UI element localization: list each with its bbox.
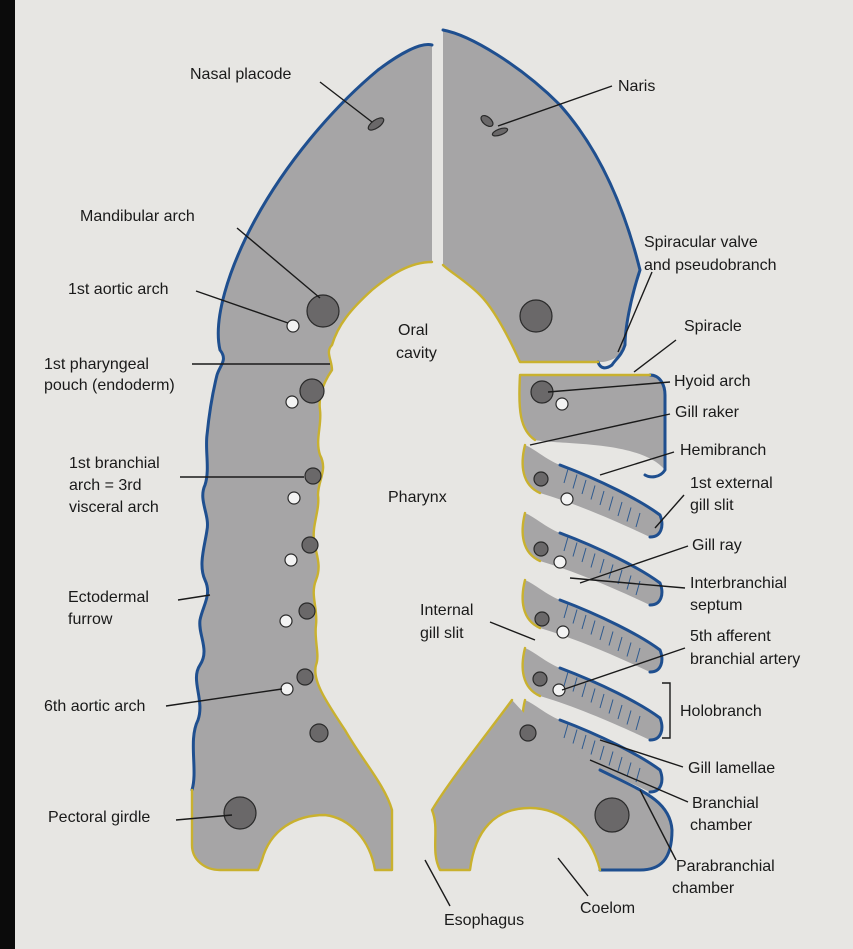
label-branchial-chamber-2: chamber: [690, 817, 753, 834]
label-1st-branchial-3: visceral arch: [69, 499, 159, 516]
label-1st-pharyngeal-pouch-2: pouch (endoderm): [44, 377, 175, 394]
label-interbranchial-2: septum: [690, 597, 742, 614]
label-spiracle: Spiracle: [684, 318, 742, 335]
pectoral-girdle-left: [224, 797, 256, 829]
label-ectodermal-2: furrow: [68, 611, 113, 628]
label-5th-afferent-1: 5th afferent: [690, 628, 771, 645]
branchial-arch-1-left: [305, 468, 321, 484]
branchial-arch-4-left: [297, 669, 313, 685]
label-branchial-chamber-1: Branchial: [692, 795, 759, 812]
label-5th-afferent-2: branchial artery: [690, 651, 800, 668]
label-coelom: Coelom: [580, 900, 635, 917]
label-1st-external-2: gill slit: [690, 497, 734, 514]
branchial-arch-3-left: [299, 603, 315, 619]
label-gill-ray: Gill ray: [692, 537, 742, 554]
branchial-arch-4-right: [533, 672, 547, 686]
gill-arch: [523, 445, 662, 537]
label-6th-aortic-arch: 6th aortic arch: [44, 698, 145, 715]
branchial-arch-2-right: [534, 542, 548, 556]
label-parabranchial-1: Parabranchial: [676, 858, 775, 875]
label-1st-branchial-2: arch = 3rd: [69, 477, 141, 494]
hyoid-arch-left: [300, 379, 324, 403]
branchial-arch-5-right: [520, 725, 536, 741]
label-1st-branchial-1: 1st branchial: [69, 455, 160, 472]
label-pectoral-girdle: Pectoral girdle: [48, 809, 150, 826]
label-nasal-placode: Nasal placode: [190, 66, 292, 83]
mandibular-arch-right: [520, 300, 552, 332]
label-gill-lamellae: Gill lamellae: [688, 760, 775, 777]
aortic-arch-6: [281, 683, 293, 695]
label-holobranch: Holobranch: [680, 703, 762, 720]
label-hyoid-arch: Hyoid arch: [674, 373, 750, 390]
label-oral-cavity-1: Oral: [398, 322, 428, 339]
label-mandibular-arch: Mandibular arch: [80, 208, 195, 225]
label-esophagus: Esophagus: [444, 912, 524, 929]
label-1st-pharyngeal-pouch-1: 1st pharyngeal: [44, 356, 149, 373]
label-gill-raker: Gill raker: [675, 404, 740, 421]
label-internal-gill-slit-2: gill slit: [420, 625, 464, 642]
pectoral-girdle-right: [595, 798, 629, 832]
label-spiracular-valve-2: and pseudobranch: [644, 257, 777, 274]
label-parabranchial-2: chamber: [672, 880, 735, 897]
left-half-body: [192, 45, 432, 870]
label-interbranchial-1: Interbranchial: [690, 575, 787, 592]
label-naris: Naris: [618, 78, 655, 95]
mandibular-arch-left: [307, 295, 339, 327]
right-half-body: [432, 30, 672, 870]
label-1st-external-1: 1st external: [690, 475, 773, 492]
aortic-arch-1: [287, 320, 299, 332]
branchial-arch-5-left: [310, 724, 328, 742]
label-pharynx: Pharynx: [388, 489, 447, 506]
label-ectodermal-1: Ectodermal: [68, 589, 149, 606]
label-1st-aortic-arch: 1st aortic arch: [68, 281, 168, 298]
label-internal-gill-slit-1: Internal: [420, 602, 473, 619]
branchial-arch-3-right: [535, 612, 549, 626]
label-hemibranch: Hemibranch: [680, 442, 766, 459]
branchial-arch-1-right: [534, 472, 548, 486]
label-spiracular-valve-1: Spiracular valve: [644, 234, 758, 251]
label-oral-cavity-2: cavity: [396, 345, 437, 362]
branchial-arch-2-left: [302, 537, 318, 553]
